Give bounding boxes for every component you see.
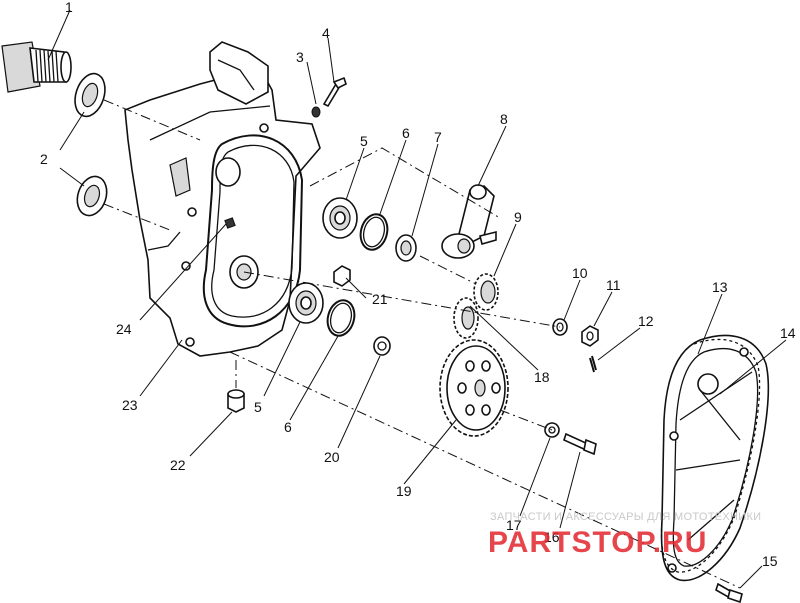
callout-labels: 1 2 3 4 5 6 7 8 9 10 11 12 13 14 15 16 1… [40,0,796,569]
part-2-seal-upper [74,72,106,118]
part-18-gear [453,297,479,339]
callout-11: 11 [606,277,621,293]
callout-13: 13 [712,279,728,295]
leader-lines [47,9,787,589]
part-23-chaincase-housing [124,41,321,357]
watermark-brand: PARTSTOP.RU [488,526,707,559]
assembly-centre-lines [103,99,741,589]
callout-23: 23 [122,397,138,413]
part-9-sprocket [473,273,499,311]
part-8-tensioner-arm [441,184,497,259]
part-6-o-ring-upper [359,213,389,251]
drive-chain [202,134,304,328]
part-12-cotter-pin [589,355,597,373]
callout-18: 18 [534,369,550,385]
watermark-tagline: ЗАПЧАСТИ И АКСЕССУАРЫ ДЛЯ МОТОТЕХНИКИ [490,511,761,523]
callout-8: 8 [500,111,508,127]
part-5-bearing-lower [288,282,324,324]
callout-16: 16 [544,529,560,545]
callout-4: 4 [322,25,330,41]
callout-6-upper: 6 [402,125,410,141]
part-7-seal [395,234,417,262]
callout-22: 22 [170,457,186,473]
part-5-bearing-upper [322,197,358,239]
callout-20: 20 [324,449,340,465]
part-13-gasket [660,338,761,573]
callout-12: 12 [638,313,654,329]
part-2-seal-lower [76,175,108,217]
callout-14: 14 [780,325,796,341]
callout-15: 15 [762,553,778,569]
part-19-large-sprocket [439,339,509,437]
callout-2: 2 [40,151,48,167]
callout-1: 1 [65,0,73,15]
callout-3: 3 [296,49,304,65]
callout-7: 7 [434,129,442,145]
part-22-drain-plug [227,389,245,413]
part-20-washer [373,336,391,356]
part-14-chaincase-cover [660,334,770,582]
part-1-shaft [1,41,72,93]
callout-5-lower: 5 [254,399,262,415]
watermark: ЗАПЧАСТИ И АКСЕССУАРЫ ДЛЯ МОТОТЕХНИКИ PA… [488,511,761,559]
callout-10: 10 [572,265,588,281]
callout-24: 24 [116,321,132,337]
part-3-bolt [311,106,321,118]
callout-21: 21 [372,291,388,307]
callout-9: 9 [514,209,522,225]
part-11-nut [581,325,599,347]
callout-19: 19 [396,483,412,499]
callout-5-upper: 5 [360,133,368,149]
callout-17: 17 [506,517,522,533]
part-6-o-ring-lower [326,299,356,337]
part-16-bolt [563,432,597,456]
callout-6-lower: 6 [284,419,292,435]
part-15-bolt [715,582,743,603]
part-4-bolt [322,76,347,108]
part-21-nut [333,265,351,287]
